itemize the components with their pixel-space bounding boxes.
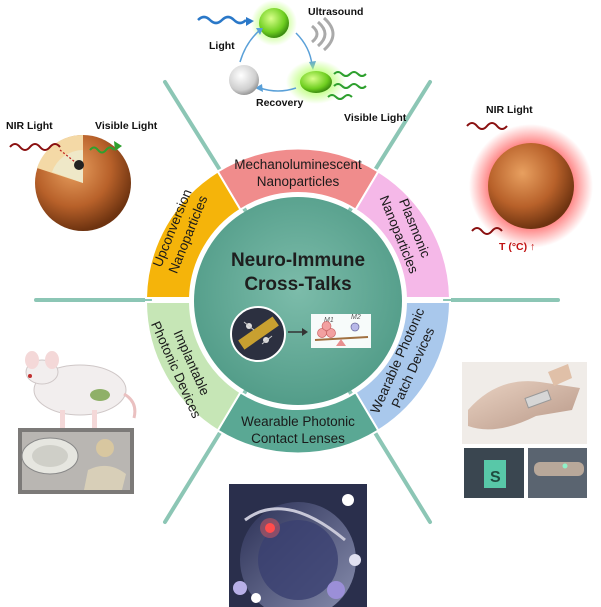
blue-wave-icon — [197, 15, 247, 25]
mechano-label-2: Nanoparticles — [257, 174, 340, 189]
temperature-label: T (°C) ↑ — [499, 241, 535, 253]
ultrasound-waves-icon — [311, 16, 335, 52]
right-nir-light-label: NIR Light — [486, 104, 533, 116]
mechanoluminescence-cycle: Light Ultrasound Visible Light Recovery — [197, 0, 407, 124]
green-wave-icon — [89, 146, 115, 154]
lens-label-1: Wearable Photonic — [241, 414, 355, 429]
lens-label-2: Contact Lenses — [251, 431, 345, 446]
rat-implant-illustration — [18, 351, 137, 494]
macrophage-balance-illustration: M1 M2 — [311, 314, 371, 348]
m2-label: M2 — [351, 314, 361, 321]
top-visible-light-label: Visible Light — [344, 112, 407, 124]
neuron-illustration — [230, 306, 286, 362]
upconversion-sphere-illustration: NIR Light Visible Light — [6, 120, 158, 231]
left-visible-light-label: Visible Light — [95, 120, 158, 132]
top-light-label: Light — [209, 40, 235, 52]
red-wave-out-icon — [471, 227, 503, 235]
segment-upconversion[interactable] — [144, 170, 242, 299]
wearable-patch-illustration: S — [462, 362, 587, 498]
excited-sphere-icon — [300, 71, 332, 93]
ring-segments — [144, 147, 452, 455]
right-red-wave-icon — [466, 122, 508, 130]
center-title-2: Cross-Talks — [244, 274, 351, 295]
mechano-label-1: Mechanoluminescent — [234, 157, 362, 172]
green-emission-waves-icon — [327, 71, 367, 100]
plasmonic-heating-illustration: NIR Light T (°C) ↑ — [466, 104, 593, 253]
ultrasound-label: Ultrasound — [308, 6, 363, 18]
recovery-label: Recovery — [256, 97, 303, 109]
m1-label: M1 — [324, 317, 334, 324]
arrow-icon — [288, 328, 308, 336]
center-circle — [194, 197, 402, 405]
segment-plasmonic[interactable] — [354, 170, 452, 299]
red-wave-icon — [9, 143, 61, 151]
white-sphere-icon — [229, 65, 259, 95]
svg-text:S: S — [490, 469, 501, 486]
center-title-1: Neuro-Immune — [231, 250, 365, 271]
left-nir-light-label: NIR Light — [6, 120, 53, 132]
gold-sphere-icon — [488, 143, 574, 229]
green-sphere-icon — [259, 8, 289, 38]
segment-implantable[interactable] — [144, 301, 242, 432]
contact-lens-illustration — [229, 484, 367, 607]
